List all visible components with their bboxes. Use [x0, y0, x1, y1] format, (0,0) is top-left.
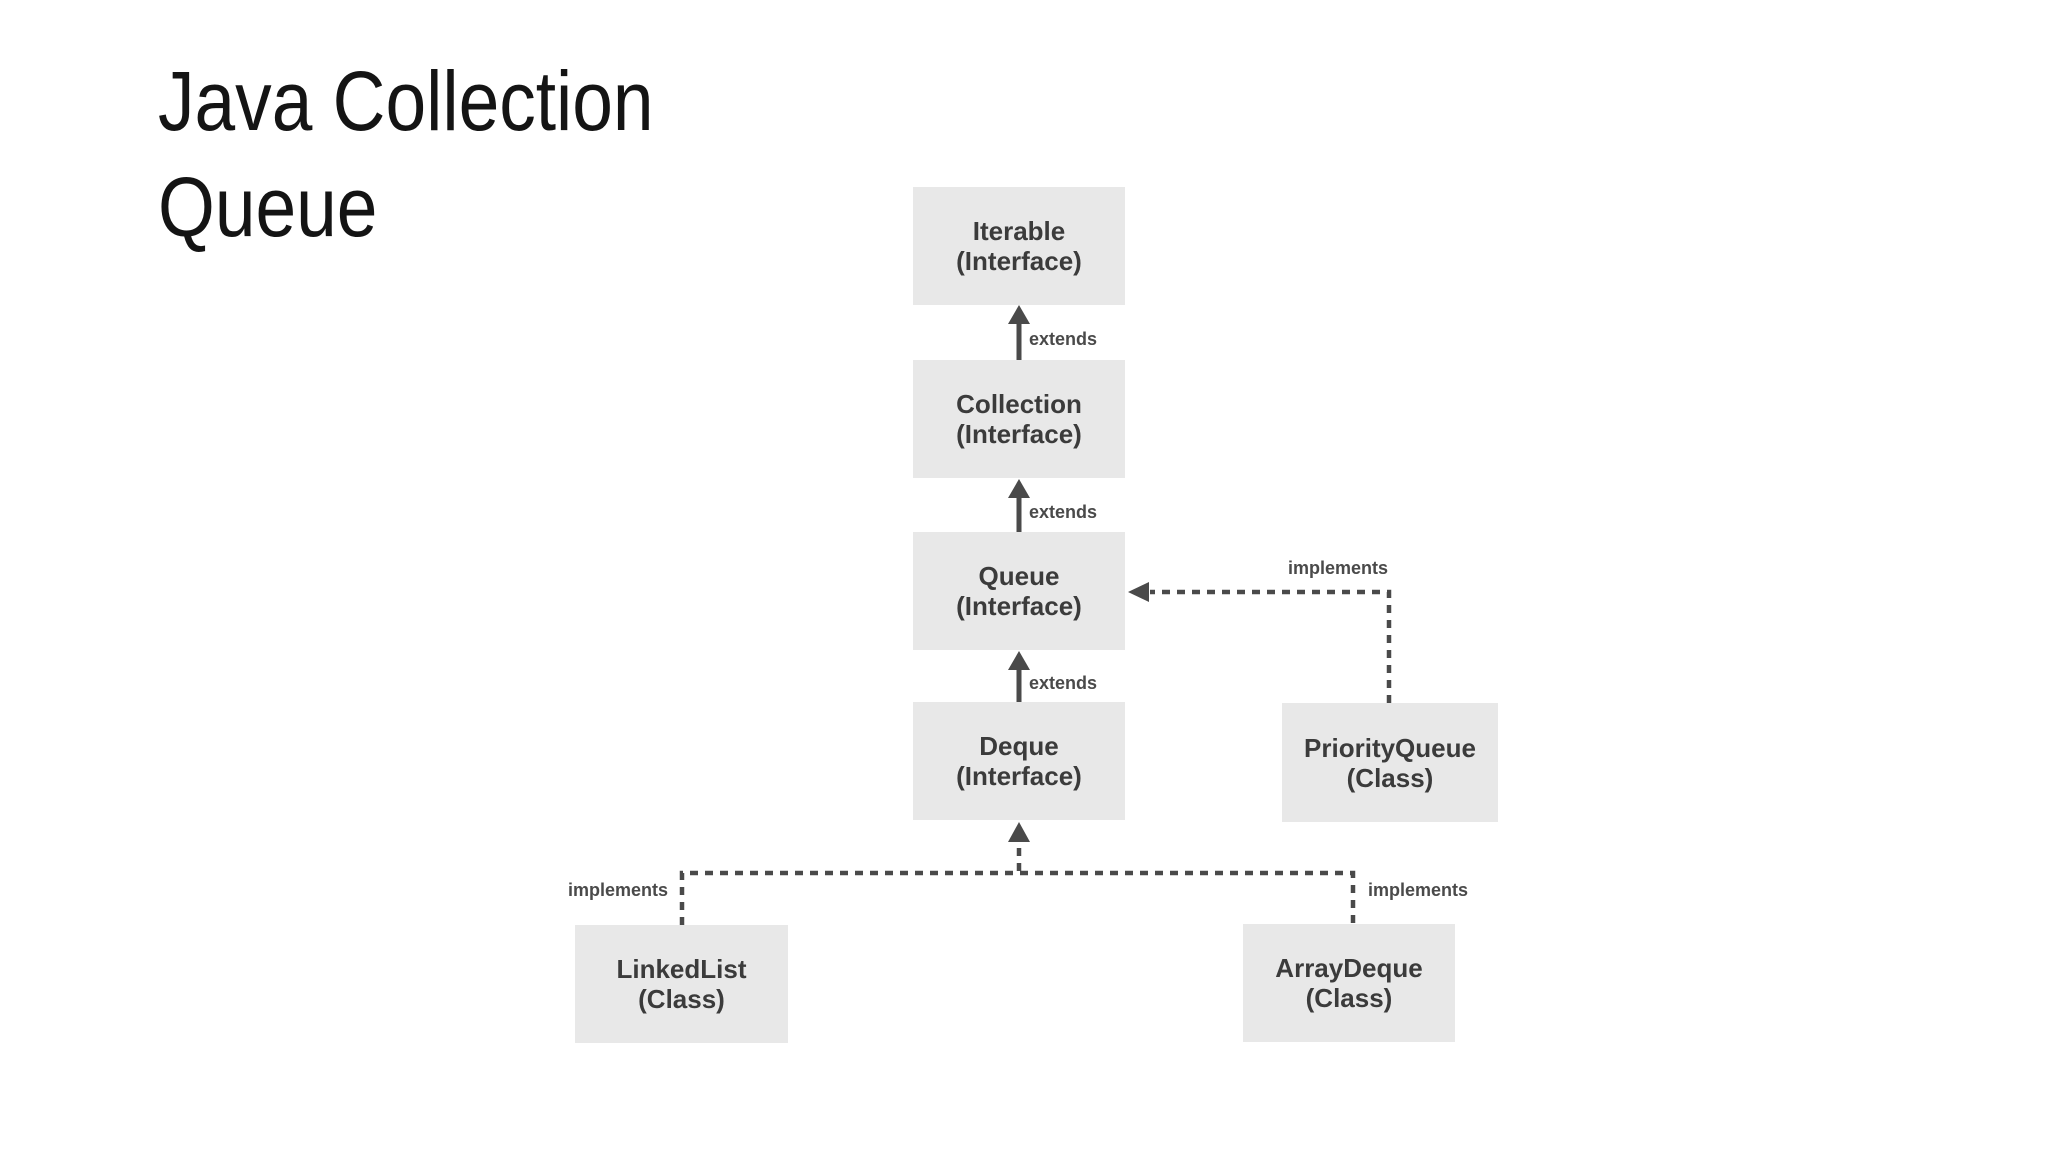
- node-iterable-name: Iterable: [972, 216, 1066, 246]
- node-queue-name: Queue: [978, 561, 1060, 591]
- node-iterable: Iterable (Interface): [913, 187, 1125, 305]
- edge-label-implements-priorityqueue: implements: [1287, 558, 1388, 578]
- node-queue-kind: (Interface): [956, 591, 1082, 621]
- extends-arrowhead-deque-queue: [1008, 651, 1030, 670]
- node-arraydeque-name: ArrayDeque: [1275, 953, 1423, 983]
- node-deque: Deque (Interface): [913, 702, 1125, 820]
- slide-title: Java Collection Queue: [158, 48, 654, 260]
- implements-arrowhead-priorityqueue-queue: [1128, 582, 1149, 602]
- node-collection: Collection (Interface): [913, 360, 1125, 478]
- edge-label-extends-queue-collection: extends: [1029, 502, 1098, 522]
- node-linkedlist-name: LinkedList: [616, 954, 747, 984]
- node-collection-name: Collection: [956, 389, 1082, 419]
- node-priorityqueue-name: PriorityQueue: [1304, 732, 1476, 763]
- extends-arrowhead-collection-iterable: [1008, 305, 1030, 324]
- implements-arrowhead-deque: [1008, 822, 1030, 842]
- node-priorityqueue: PriorityQueue (Class): [1282, 703, 1498, 822]
- node-linkedlist: LinkedList (Class): [575, 925, 788, 1043]
- edge-label-implements-arraydeque: implements: [1368, 880, 1469, 900]
- node-deque-name: Deque: [979, 731, 1059, 761]
- implements-connector-priorityqueue-queue: [1150, 589, 1392, 703]
- node-iterable-kind: (Interface): [956, 246, 1082, 276]
- node-linkedlist-kind: (Class): [638, 984, 725, 1014]
- node-collection-kind: (Interface): [956, 419, 1082, 449]
- node-queue: Queue (Interface): [913, 532, 1125, 650]
- edge-label-implements-linkedlist: implements: [567, 880, 668, 900]
- edge-label-extends-collection-iterable: extends: [1029, 329, 1098, 349]
- node-deque-kind: (Interface): [956, 761, 1082, 791]
- node-arraydeque: ArrayDeque (Class): [1243, 924, 1455, 1042]
- slide-title-line2: Queue: [158, 160, 378, 254]
- edge-label-extends-deque-queue: extends: [1029, 673, 1098, 693]
- extends-arrowhead-queue-collection: [1008, 479, 1030, 498]
- extends-arrows-group: [1008, 305, 1030, 702]
- node-priorityqueue-kind: (Class): [1346, 762, 1434, 793]
- node-arraydeque-kind: (Class): [1305, 983, 1393, 1013]
- implements-connector-linkedlist-arraydeque-rail: [679, 870, 1356, 925]
- slide-title-line1: Java Collection: [158, 54, 654, 148]
- implements-connectors-group: [679, 582, 1392, 925]
